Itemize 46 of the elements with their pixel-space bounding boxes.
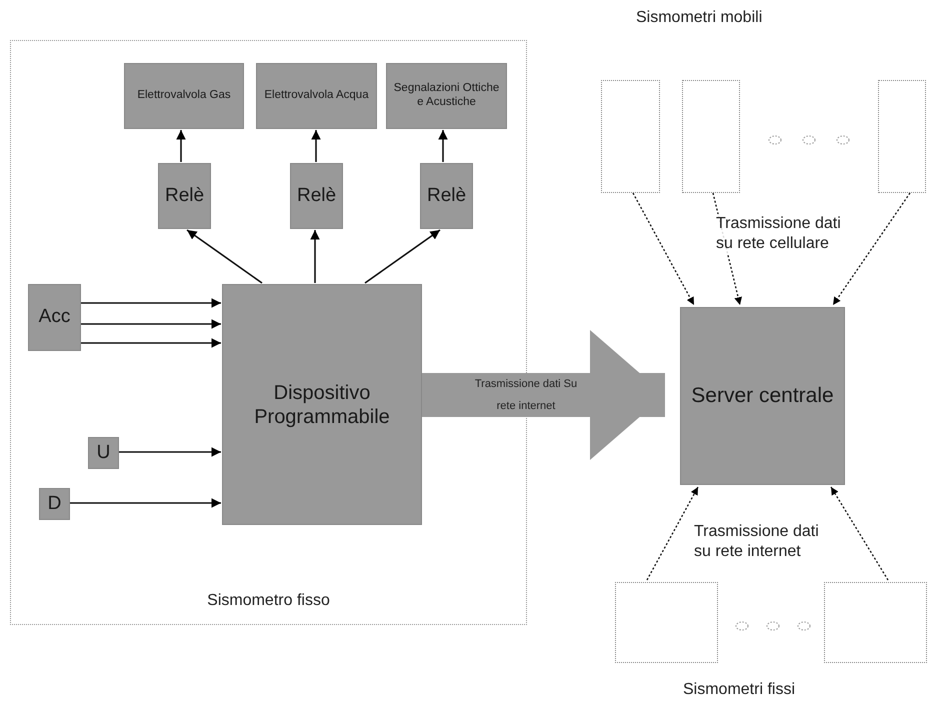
- arrow: [310, 230, 320, 283]
- box-label: Relè: [296, 184, 336, 208]
- dotted-box: [682, 80, 740, 193]
- arrow: [646, 486, 699, 580]
- component-box: [420, 163, 473, 229]
- arrow: [632, 192, 695, 306]
- component-box: [88, 437, 119, 469]
- annotation: Sismometri fissi: [683, 680, 796, 700]
- box-label: Elettrovalvola Gas: [137, 89, 231, 103]
- arrow: [311, 130, 321, 162]
- box-label: Dispositivo Programmabile: [253, 380, 391, 428]
- arrow: [830, 486, 889, 580]
- box-label: Segnalazioni Ottiche e Acustiche: [393, 82, 500, 110]
- component-box: [222, 284, 422, 525]
- component-box: [39, 488, 70, 520]
- group-title: Sismometro fisso: [206, 592, 331, 610]
- arrow: [364, 229, 440, 284]
- block-arrow: [421, 330, 665, 460]
- component-box: [28, 284, 81, 351]
- dotted-box: [601, 80, 660, 193]
- arrow: [176, 130, 186, 162]
- arrow: [80, 338, 221, 348]
- arrow: [832, 192, 911, 306]
- component-box: [256, 63, 377, 129]
- component-box: [124, 63, 244, 129]
- box-label: U: [96, 442, 110, 464]
- dotted-box: [824, 582, 927, 663]
- arrow: [186, 229, 262, 284]
- box-label: Relè: [426, 184, 466, 208]
- box-label: Acc: [38, 306, 70, 329]
- component-box: [158, 163, 211, 229]
- arrow: [80, 319, 221, 329]
- box-label: Server centrale: [691, 383, 834, 409]
- component-box: [386, 63, 507, 129]
- component-box: [680, 307, 845, 485]
- dotted-box: [615, 582, 718, 663]
- annotation: Sismometri mobili: [636, 8, 764, 28]
- arrow: [69, 498, 221, 508]
- component-box: [290, 163, 343, 229]
- arrow: [438, 130, 448, 162]
- box-label: Relè: [164, 184, 204, 208]
- box-label: D: [48, 492, 62, 516]
- dotted-box: [878, 80, 926, 193]
- arrow: [80, 298, 221, 308]
- box-label: Elettrovalvola Acqua: [264, 89, 369, 103]
- arrow: [118, 447, 221, 457]
